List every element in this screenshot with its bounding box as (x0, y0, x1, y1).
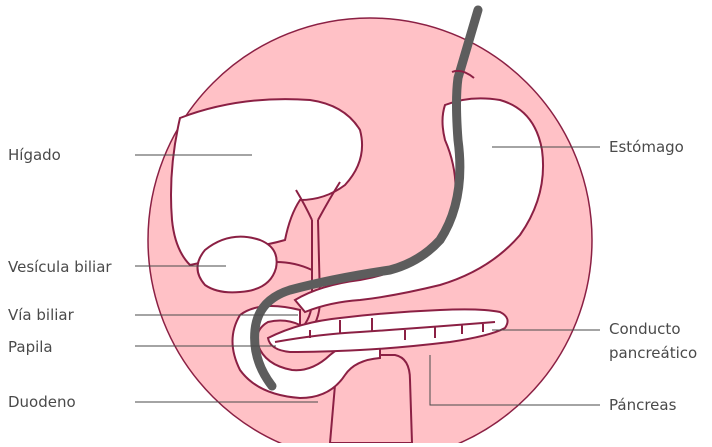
label-duodeno: Duodeno (8, 391, 76, 413)
label-papila: Papila (8, 336, 53, 358)
label-vesicula-biliar: Vesícula biliar (8, 256, 112, 278)
label-pancreas: Páncreas (609, 394, 676, 416)
label-estomago: Estómago (609, 136, 684, 158)
label-conducto-line1: Conducto (609, 318, 681, 340)
label-via-biliar: Vía biliar (8, 304, 74, 326)
label-higado: Hígado (8, 144, 61, 166)
label-conducto-line2: pancreático (609, 342, 697, 364)
